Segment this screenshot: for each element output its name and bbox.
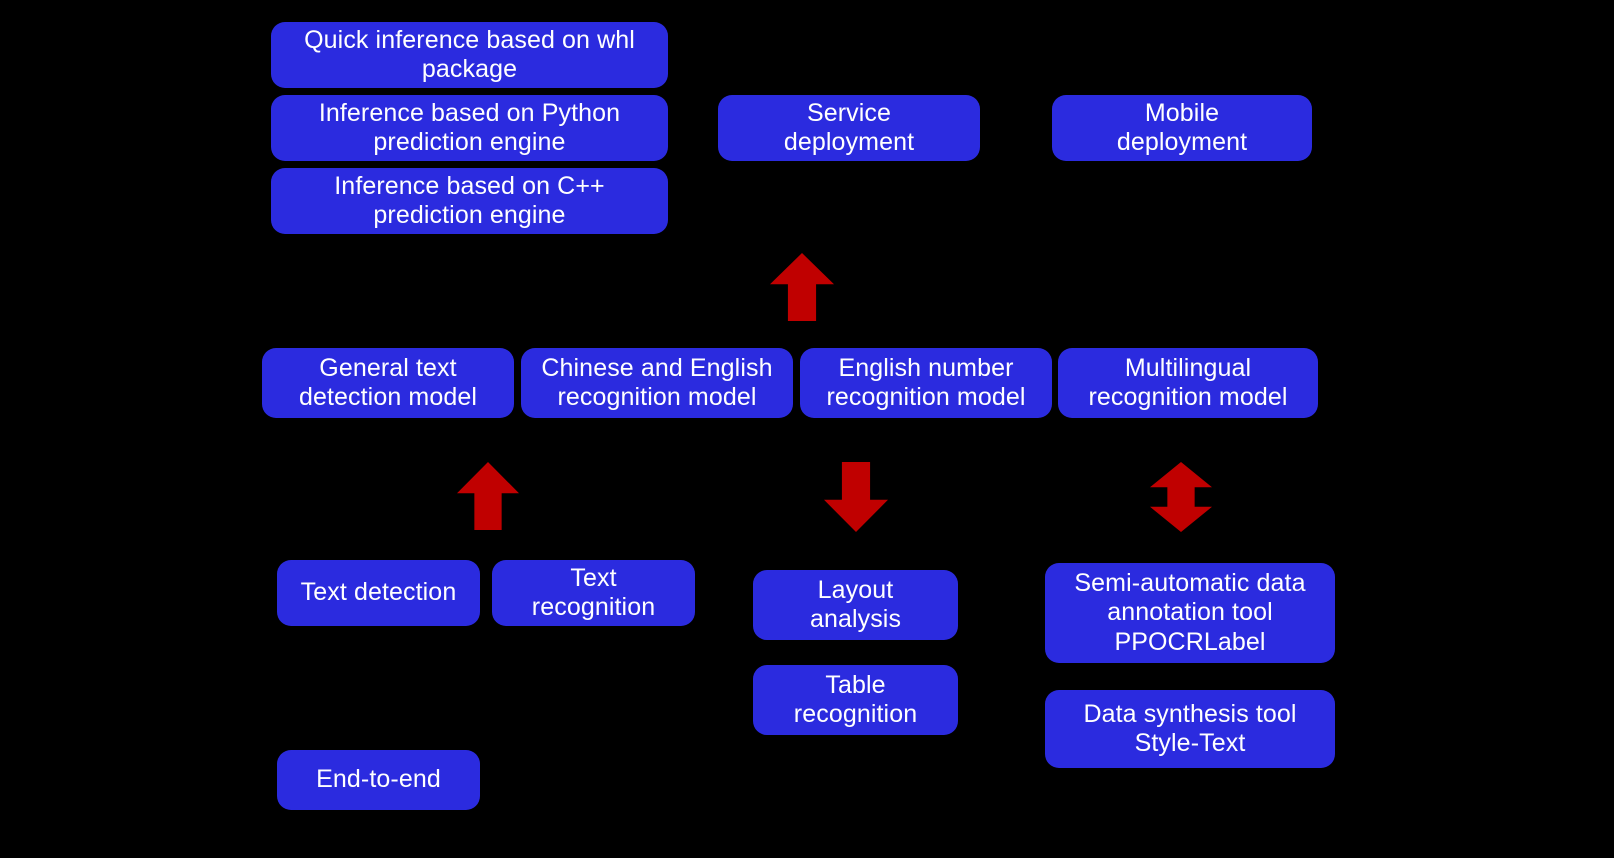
node-mobile-deployment[interactable]: Mobile deployment: [1052, 95, 1312, 161]
node-table-recognition[interactable]: Table recognition: [753, 665, 958, 735]
node-multilingual-recognition-model[interactable]: Multilingual recognition model: [1058, 348, 1318, 418]
node-english-number-recognition-model[interactable]: English number recognition model: [800, 348, 1052, 418]
node-general-text-detection-model[interactable]: General text detection model: [262, 348, 514, 418]
node-chinese-english-recognition-model[interactable]: Chinese and English recognition model: [521, 348, 793, 418]
node-text-detection[interactable]: Text detection: [277, 560, 480, 626]
node-service-deployment[interactable]: Service deployment: [718, 95, 980, 161]
node-quick-inference-whl[interactable]: Quick inference based on whl package: [271, 22, 668, 88]
arrow-models-to-tools-icon: [1150, 462, 1212, 532]
node-end-to-end[interactable]: End-to-end: [277, 750, 480, 810]
node-layout-analysis[interactable]: Layout analysis: [753, 570, 958, 640]
node-text-recognition[interactable]: Text recognition: [492, 560, 695, 626]
arrow-models-to-deployment-icon: [770, 253, 834, 321]
node-data-synthesis-tool[interactable]: Data synthesis tool Style-Text: [1045, 690, 1335, 768]
node-inference-cpp[interactable]: Inference based on C++ prediction engine: [271, 168, 668, 234]
arrow-models-to-layout-icon: [824, 462, 888, 532]
node-inference-python[interactable]: Inference based on Python prediction eng…: [271, 95, 668, 161]
arrow-detection-to-models-icon: [457, 462, 519, 530]
node-semi-automatic-annotation-tool[interactable]: Semi-automatic data annotation tool PPOC…: [1045, 563, 1335, 663]
